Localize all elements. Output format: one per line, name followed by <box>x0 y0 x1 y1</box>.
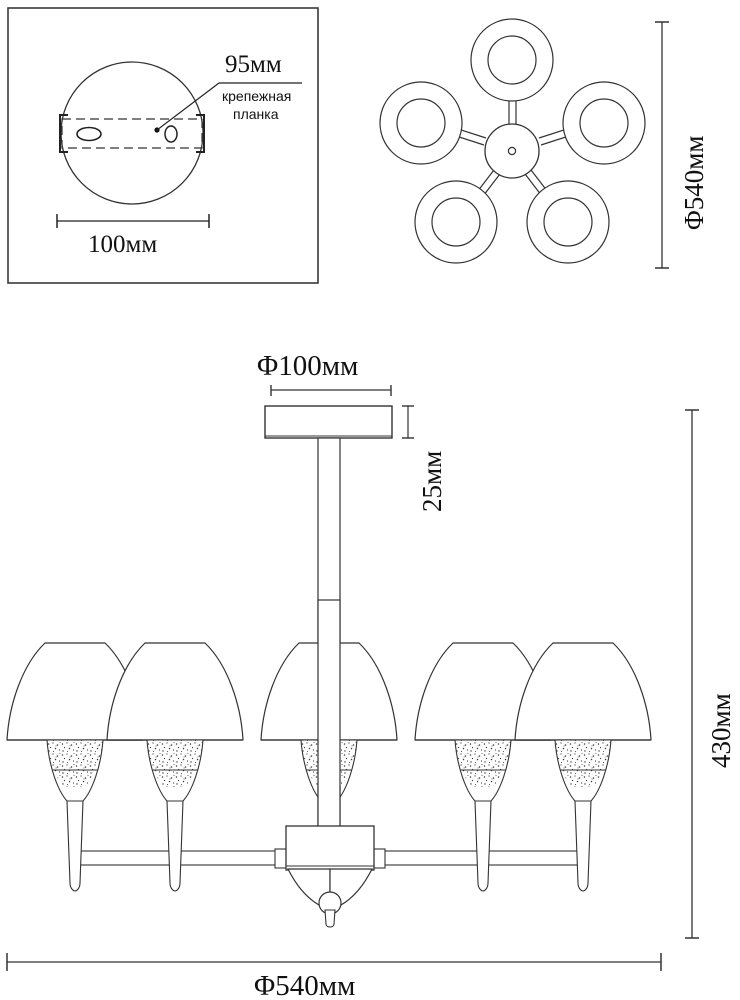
front-canopy-diameter-label: Φ100мм <box>257 350 358 382</box>
bracket-caption-line2: планка <box>233 106 279 122</box>
mounting-plate-panel: 95мм крепежная планка 100мм <box>7 7 319 284</box>
canopy-height-dimension <box>402 405 414 439</box>
total-height-label: 430мм <box>706 693 736 768</box>
bracket-slot-oval <box>76 126 102 142</box>
front-hub <box>285 825 375 928</box>
front-view-panel: Φ100мм 25мм <box>6 350 736 1000</box>
canopy-diameter-label: 100мм <box>88 231 157 258</box>
top-view-ring <box>526 180 610 264</box>
top-view-ring <box>562 81 646 165</box>
finial-drop <box>324 909 336 928</box>
bolt-spacing-leader <box>154 82 302 133</box>
bracket-caption-line1: крепежная <box>222 88 291 104</box>
total-height-dimension <box>685 409 699 939</box>
front-canopy-width-dimension <box>270 385 392 396</box>
front-overall-diameter-label: Φ540мм <box>254 970 355 1000</box>
bolt-spacing-label: 95мм <box>225 51 282 78</box>
top-view-ring <box>379 81 463 165</box>
top-view-diameter-dimension <box>655 21 669 269</box>
front-overall-diameter-dimension <box>6 953 662 971</box>
top-view-hub-center-hole <box>507 146 517 156</box>
top-view-ring <box>414 180 498 264</box>
canopy-height-label: 25мм <box>417 451 447 512</box>
bracket-hole-round <box>164 125 178 143</box>
mounting-bracket <box>59 114 205 153</box>
canopy-diameter-dimension <box>56 214 210 228</box>
center-pole-front <box>317 599 341 837</box>
top-view-diameter-label: Φ540мм <box>679 136 709 230</box>
top-view-ring <box>470 18 554 102</box>
top-view-panel: Φ540мм <box>379 18 709 269</box>
canopy-block <box>264 405 393 439</box>
